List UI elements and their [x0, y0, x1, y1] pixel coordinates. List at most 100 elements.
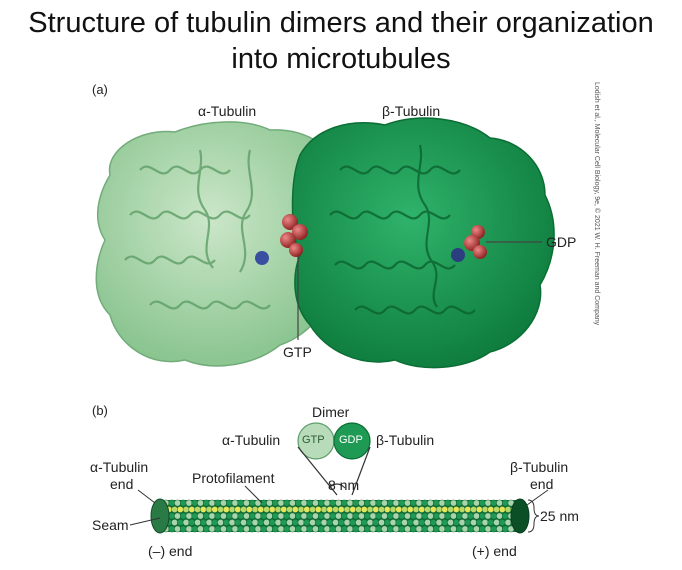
tubulin-subunit	[202, 499, 210, 507]
tubulin-subunit	[174, 512, 181, 520]
tubulin-subunit	[473, 499, 480, 507]
tubulin-subunit	[358, 499, 365, 507]
tubulin-subunit	[337, 506, 345, 513]
tubulin-subunit	[220, 512, 227, 520]
beta-end-label-line1: β-Tubulin	[510, 459, 569, 475]
tubulin-subunit	[386, 499, 394, 507]
tubulin-subunit	[254, 525, 262, 533]
tubulin-subunit	[501, 499, 509, 507]
tubulin-subunit	[415, 525, 423, 533]
tubulin-subunit	[248, 499, 256, 507]
plus-end-label: (+) end	[472, 543, 517, 559]
tubulin-subunit	[369, 499, 377, 507]
tubulin-subunit	[306, 525, 314, 533]
tubulin-subunit	[294, 499, 302, 507]
tubulin-subunit	[171, 506, 178, 513]
tubulin-subunit	[260, 512, 268, 520]
tubulin-subunit	[280, 519, 288, 526]
tubulin-subunit	[372, 519, 380, 526]
spacing-label: 8 nm	[328, 477, 360, 493]
tubulin-subunit	[381, 525, 388, 533]
tubulin-subunit	[251, 506, 259, 513]
tubulin-subunit	[452, 519, 460, 526]
dimer-gdp-text: GDP	[339, 434, 363, 446]
tubulin-subunit	[243, 525, 250, 533]
tubulin-subunit	[464, 506, 472, 513]
tubulin-subunit	[386, 525, 394, 533]
tubulin-subunit	[314, 506, 322, 513]
tubulin-subunit	[188, 506, 196, 513]
diameter-label: 25 nm	[540, 508, 579, 524]
tubulin-subunit	[297, 506, 305, 513]
tubulin-subunit	[404, 512, 411, 520]
tubulin-subunit	[174, 525, 181, 533]
tubulin-subunit	[266, 525, 273, 533]
tubulin-subunit	[332, 506, 339, 513]
tubulin-subunit	[317, 525, 325, 533]
tubulin-subunit	[392, 525, 400, 533]
tubulin-subunit	[222, 506, 230, 513]
tubulin-subunit	[455, 499, 463, 507]
tubulin-subunit	[300, 499, 308, 507]
title-line-2: into microtubules	[231, 43, 451, 75]
tubulin-subunit	[401, 506, 408, 513]
tubulin-subunit	[199, 519, 207, 526]
tubulin-subunit	[237, 525, 245, 533]
tubulin-subunit	[171, 519, 178, 526]
tubulin-subunit	[214, 512, 222, 520]
tubulin-subunit	[329, 525, 337, 533]
tubulin-subunit	[358, 512, 365, 520]
tubulin-subunit	[320, 519, 328, 526]
tubulin-subunit	[340, 512, 348, 520]
tubulin-subunit	[268, 506, 276, 513]
tubulin-subunit	[271, 499, 279, 507]
tubulin-subunit	[222, 519, 230, 526]
tubulin-subunit	[337, 519, 345, 526]
dimer-zoom-line-right	[351, 446, 371, 496]
tubulin-subunit	[197, 512, 204, 520]
tubulin-subunit	[455, 512, 463, 520]
tubulin-subunit	[461, 499, 469, 507]
tubulin-subunit	[277, 512, 285, 520]
tubulin-subunit	[329, 499, 337, 507]
tubulin-subunit	[317, 512, 325, 520]
tubulin-subunit	[481, 519, 489, 526]
tubulin-subunit	[208, 525, 216, 533]
gdp-label: GDP	[546, 234, 577, 250]
tubulin-subunit	[427, 512, 434, 520]
tubulin-subunit	[194, 519, 201, 526]
tubulin-subunit	[263, 506, 270, 513]
tubulin-subunit	[473, 525, 480, 533]
tubulin-subunit	[358, 525, 365, 533]
tubulin-subunit	[496, 499, 503, 507]
tubulin-subunit	[300, 525, 308, 533]
tubulin-subunit	[458, 506, 466, 513]
tubulin-subunit	[493, 506, 500, 513]
tubulin-subunit	[452, 506, 460, 513]
tubulin-subunit	[395, 506, 403, 513]
tubulin-subunit	[176, 519, 184, 526]
tubulin-subunit	[395, 519, 403, 526]
tubulin-subunit	[475, 506, 483, 513]
tubulin-subunit	[504, 506, 512, 513]
tubulin-subunit	[245, 506, 253, 513]
tubulin-subunit	[363, 499, 371, 507]
tubulin-subunit	[409, 499, 417, 507]
tubulin-subunit	[277, 499, 285, 507]
tubulin-subunit	[303, 519, 311, 526]
beta-end-leader	[526, 489, 549, 506]
tubulin-subunit	[251, 519, 259, 526]
panel-b-label: (b)	[92, 403, 108, 418]
tubulin-subunit	[450, 525, 457, 533]
tubulin-subunit	[406, 519, 414, 526]
tubulin-subunit	[490, 525, 498, 533]
tubulin-subunit	[427, 499, 434, 507]
tubulin-subunit	[435, 506, 443, 513]
tubulin-subunit	[194, 506, 201, 513]
tubulin-subunit	[501, 525, 509, 533]
tubulin-subunit	[266, 499, 273, 507]
tubulin-subunit	[320, 506, 328, 513]
tubulin-subunit	[188, 519, 196, 526]
microtubule	[150, 498, 530, 534]
tubulin-subunit	[291, 506, 299, 513]
